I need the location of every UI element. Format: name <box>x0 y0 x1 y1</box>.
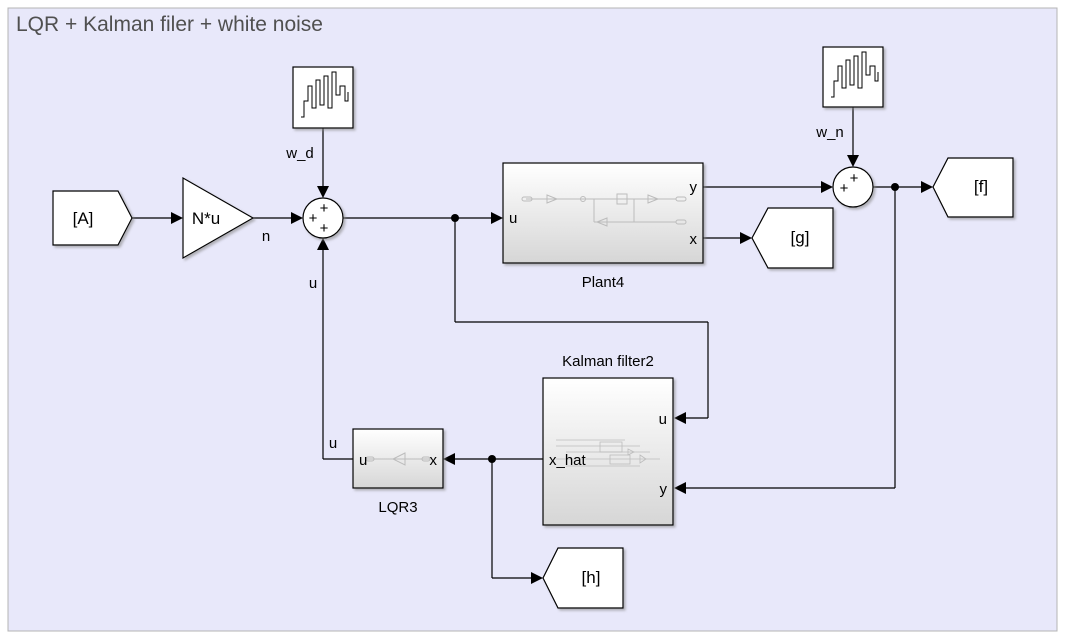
goto-block-h[interactable]: [h] <box>542 547 624 609</box>
kalman-subsystem-icon <box>556 439 660 467</box>
plant-subsystem-icon <box>521 193 687 227</box>
lqr-input-x: x <box>430 452 438 469</box>
goto-h-label: [h] <box>582 568 601 587</box>
noise-block-d[interactable] <box>292 66 354 129</box>
kalman-name: Kalman filter2 <box>562 353 654 370</box>
from-block-a[interactable]: [A] <box>52 190 133 246</box>
noise-block-n[interactable] <box>822 46 884 108</box>
noise-d-label: w_d <box>285 145 314 162</box>
noise-n-label: w_n <box>815 124 844 141</box>
kalman-output-xhat: x_hat <box>549 452 587 469</box>
plant-input-u: u <box>509 210 517 227</box>
goto-block-f[interactable]: [f] <box>932 157 1014 218</box>
area-title: LQR + Kalman filer + white noise <box>16 13 323 36</box>
lqr-name: LQR3 <box>378 499 417 516</box>
feedback-u-label: u <box>309 275 317 292</box>
sum-block-2[interactable]: + + <box>832 166 874 208</box>
kalman-subsystem[interactable]: u y x_hat <box>542 377 674 526</box>
plant-name: Plant4 <box>582 274 625 291</box>
sum1-sign-bottom: + <box>320 220 329 237</box>
gain-output-label: n <box>262 228 270 245</box>
lqr-output-u: u <box>359 452 367 469</box>
random-signal-icon <box>301 71 349 118</box>
goto-g-label: [g] <box>791 228 810 247</box>
area-annotation <box>7 7 1058 632</box>
plant-output-x: x <box>690 231 698 248</box>
gain-label: N*u <box>192 209 220 228</box>
goto-f-label: [f] <box>974 177 988 196</box>
kalman-input-u: u <box>659 411 667 428</box>
lqr-subsystem[interactable]: u x <box>352 428 444 489</box>
kalman-input-y: y <box>660 481 668 498</box>
lqr-out-signal-label: u <box>329 435 337 452</box>
from-a-label: [A] <box>73 209 94 228</box>
sum2-sign-top: + <box>850 170 859 187</box>
goto-block-g[interactable]: [g] <box>751 207 834 269</box>
signal-lines <box>132 107 933 584</box>
lqr-subsystem-icon <box>365 452 431 466</box>
sum2-sign-left: + <box>840 180 849 197</box>
sum-block-1[interactable]: + + + <box>302 197 344 239</box>
sum1-sign-top: + <box>320 200 329 217</box>
random-signal-icon <box>831 51 879 98</box>
plant-subsystem[interactable]: u y x <box>502 162 704 264</box>
gain-block[interactable]: N*u <box>182 176 255 260</box>
sum1-sign-left: + <box>309 210 318 227</box>
plant-output-y: y <box>690 179 698 196</box>
